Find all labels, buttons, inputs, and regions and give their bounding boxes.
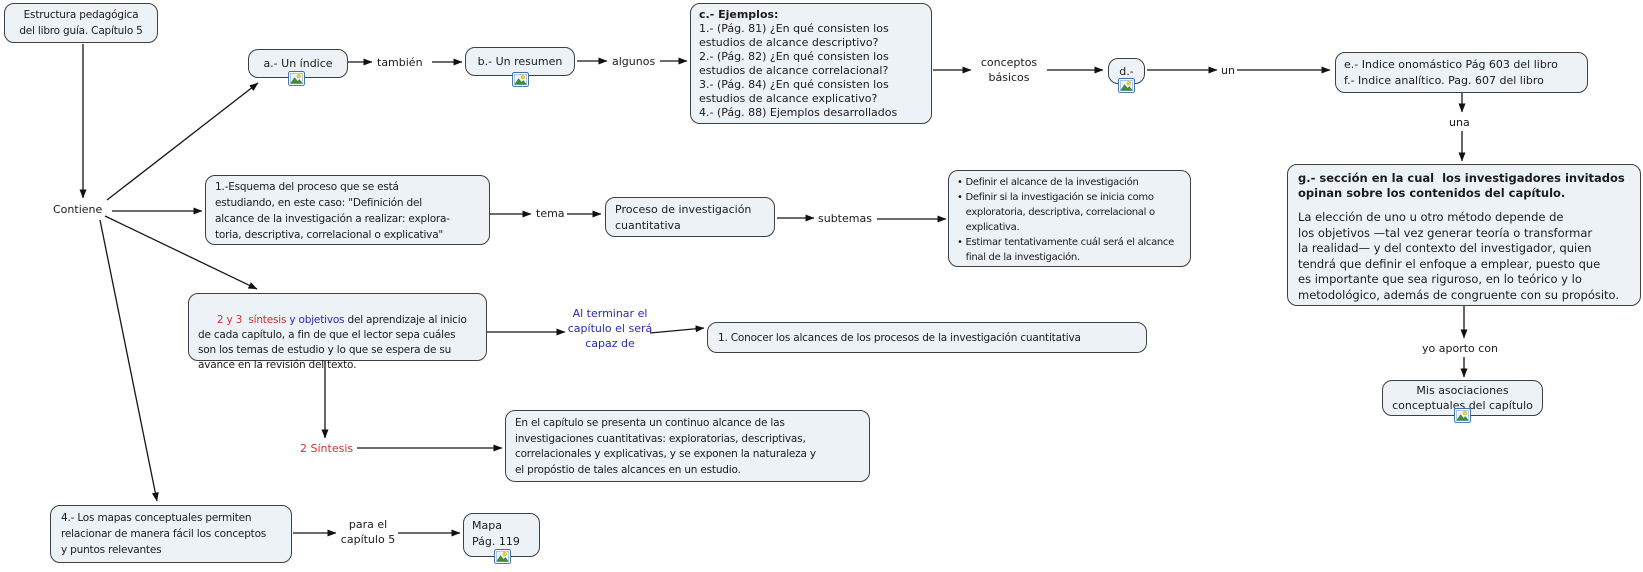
image-resource-icon[interactable] — [288, 71, 305, 86]
node-sintesis-objetivos-rest: del aprendizaje al inicio de cada capítu… — [198, 314, 467, 371]
node-conocer-alcances-label: 1. Conocer los alcances de los procesos … — [718, 331, 1081, 344]
node-sintesis-objetivos-blue-part: y objetivos — [286, 314, 345, 326]
link-label-contiene[interactable]: Contiene — [53, 203, 103, 216]
node-b-un-resumen-label: b.- Un resumen — [477, 55, 563, 68]
node-conocer-alcances[interactable]: 1. Conocer los alcances de los procesos … — [707, 322, 1147, 353]
node-sintesis-parrafo[interactable]: En el capítulo se presenta un continuo a… — [505, 410, 870, 482]
node-subtemas-bullets[interactable]: • Definir el alcance de la investigación… — [948, 170, 1191, 267]
node-mapas-conceptuales[interactable]: 4.- Los mapas conceptuales permiten rela… — [50, 505, 292, 563]
link-label-una[interactable]: una — [1449, 116, 1470, 129]
link-label-yo-aporto-con[interactable]: yo aporto con — [1422, 342, 1499, 355]
node-estructura-pedagogica[interactable]: Estructura pedagógica del libro guía. Ca… — [4, 3, 158, 43]
link-label-al-terminar[interactable]: Al terminar el capítulo el será capaz de — [567, 307, 653, 350]
node-sintesis-objetivos-red-part: 2 y 3 síntesis — [216, 314, 287, 326]
image-resource-icon[interactable] — [1118, 78, 1135, 93]
node-a-un-indice-label: a.- Un índice — [263, 57, 333, 70]
node-proceso-investigacion[interactable]: Proceso de investigación cuantitativa — [605, 197, 775, 237]
node-sintesis-parrafo-label: En el capítulo se presenta un continuo a… — [515, 417, 816, 476]
link-label-para-el-capitulo-5[interactable]: para el capítulo 5 — [340, 518, 396, 546]
node-mis-asociaciones-label: Mis asociaciones conceptuales del capítu… — [1392, 383, 1533, 413]
node-esquema-proceso-label: 1.-Esquema del proceso que se está estud… — [215, 181, 450, 241]
node-proceso-investigacion-label: Proceso de investigación cuantitativa — [615, 203, 752, 232]
link-label-un[interactable]: un — [1221, 64, 1235, 77]
node-subtemas-bullets-label: • Definir el alcance de la investigación… — [957, 177, 1174, 263]
node-sintesis-objetivos[interactable]: 2 y 3 síntesis y objetivos del aprendiza… — [188, 293, 487, 371]
link-label-conceptos-basicos[interactable]: conceptos básicos — [980, 56, 1038, 84]
node-c-ejemplos-title: c.- Ejemplos: — [699, 8, 779, 21]
node-b-un-resumen[interactable]: b.- Un resumen — [465, 47, 575, 76]
node-ef-indices-label: e.- Indice onomástico Pág 603 del libro … — [1344, 58, 1558, 87]
node-c-ejemplos-body: 1.- (Pág. 81) ¿En qué consisten los estu… — [699, 22, 898, 119]
node-esquema-proceso[interactable]: 1.-Esquema del proceso que se está estud… — [205, 175, 490, 245]
link-label-tambien[interactable]: también — [377, 56, 423, 69]
link-label-subtemas[interactable]: subtemas — [818, 212, 872, 225]
image-resource-icon[interactable] — [1454, 408, 1471, 423]
node-g-body: La elección de uno u otro método depende… — [1298, 210, 1620, 302]
node-d-label: d.- — [1119, 64, 1134, 78]
link-label-2-sintesis[interactable]: 2 Síntesis — [300, 442, 354, 455]
node-g-seccion-investigadores[interactable]: g.- sección en la cual los investigadore… — [1287, 164, 1641, 306]
link-label-algunos[interactable]: algunos — [612, 55, 656, 68]
node-ef-indices[interactable]: e.- Indice onomástico Pág 603 del libro … — [1335, 52, 1588, 93]
image-resource-icon[interactable] — [512, 72, 529, 87]
node-estructura-pedagogica-label: Estructura pedagógica del libro guía. Ca… — [19, 9, 143, 37]
image-resource-icon[interactable] — [494, 549, 511, 564]
link-label-tema[interactable]: tema — [536, 207, 565, 220]
node-mapa-pag-119-label: Mapa Pág. 119 — [472, 519, 520, 548]
node-c-ejemplos[interactable]: c.- Ejemplos:1.- (Pág. 81) ¿En qué consi… — [690, 3, 932, 124]
node-g-title: g.- sección en la cual los investigadore… — [1298, 171, 1625, 200]
node-mapas-conceptuales-label: 4.- Los mapas conceptuales permiten rela… — [61, 512, 267, 556]
